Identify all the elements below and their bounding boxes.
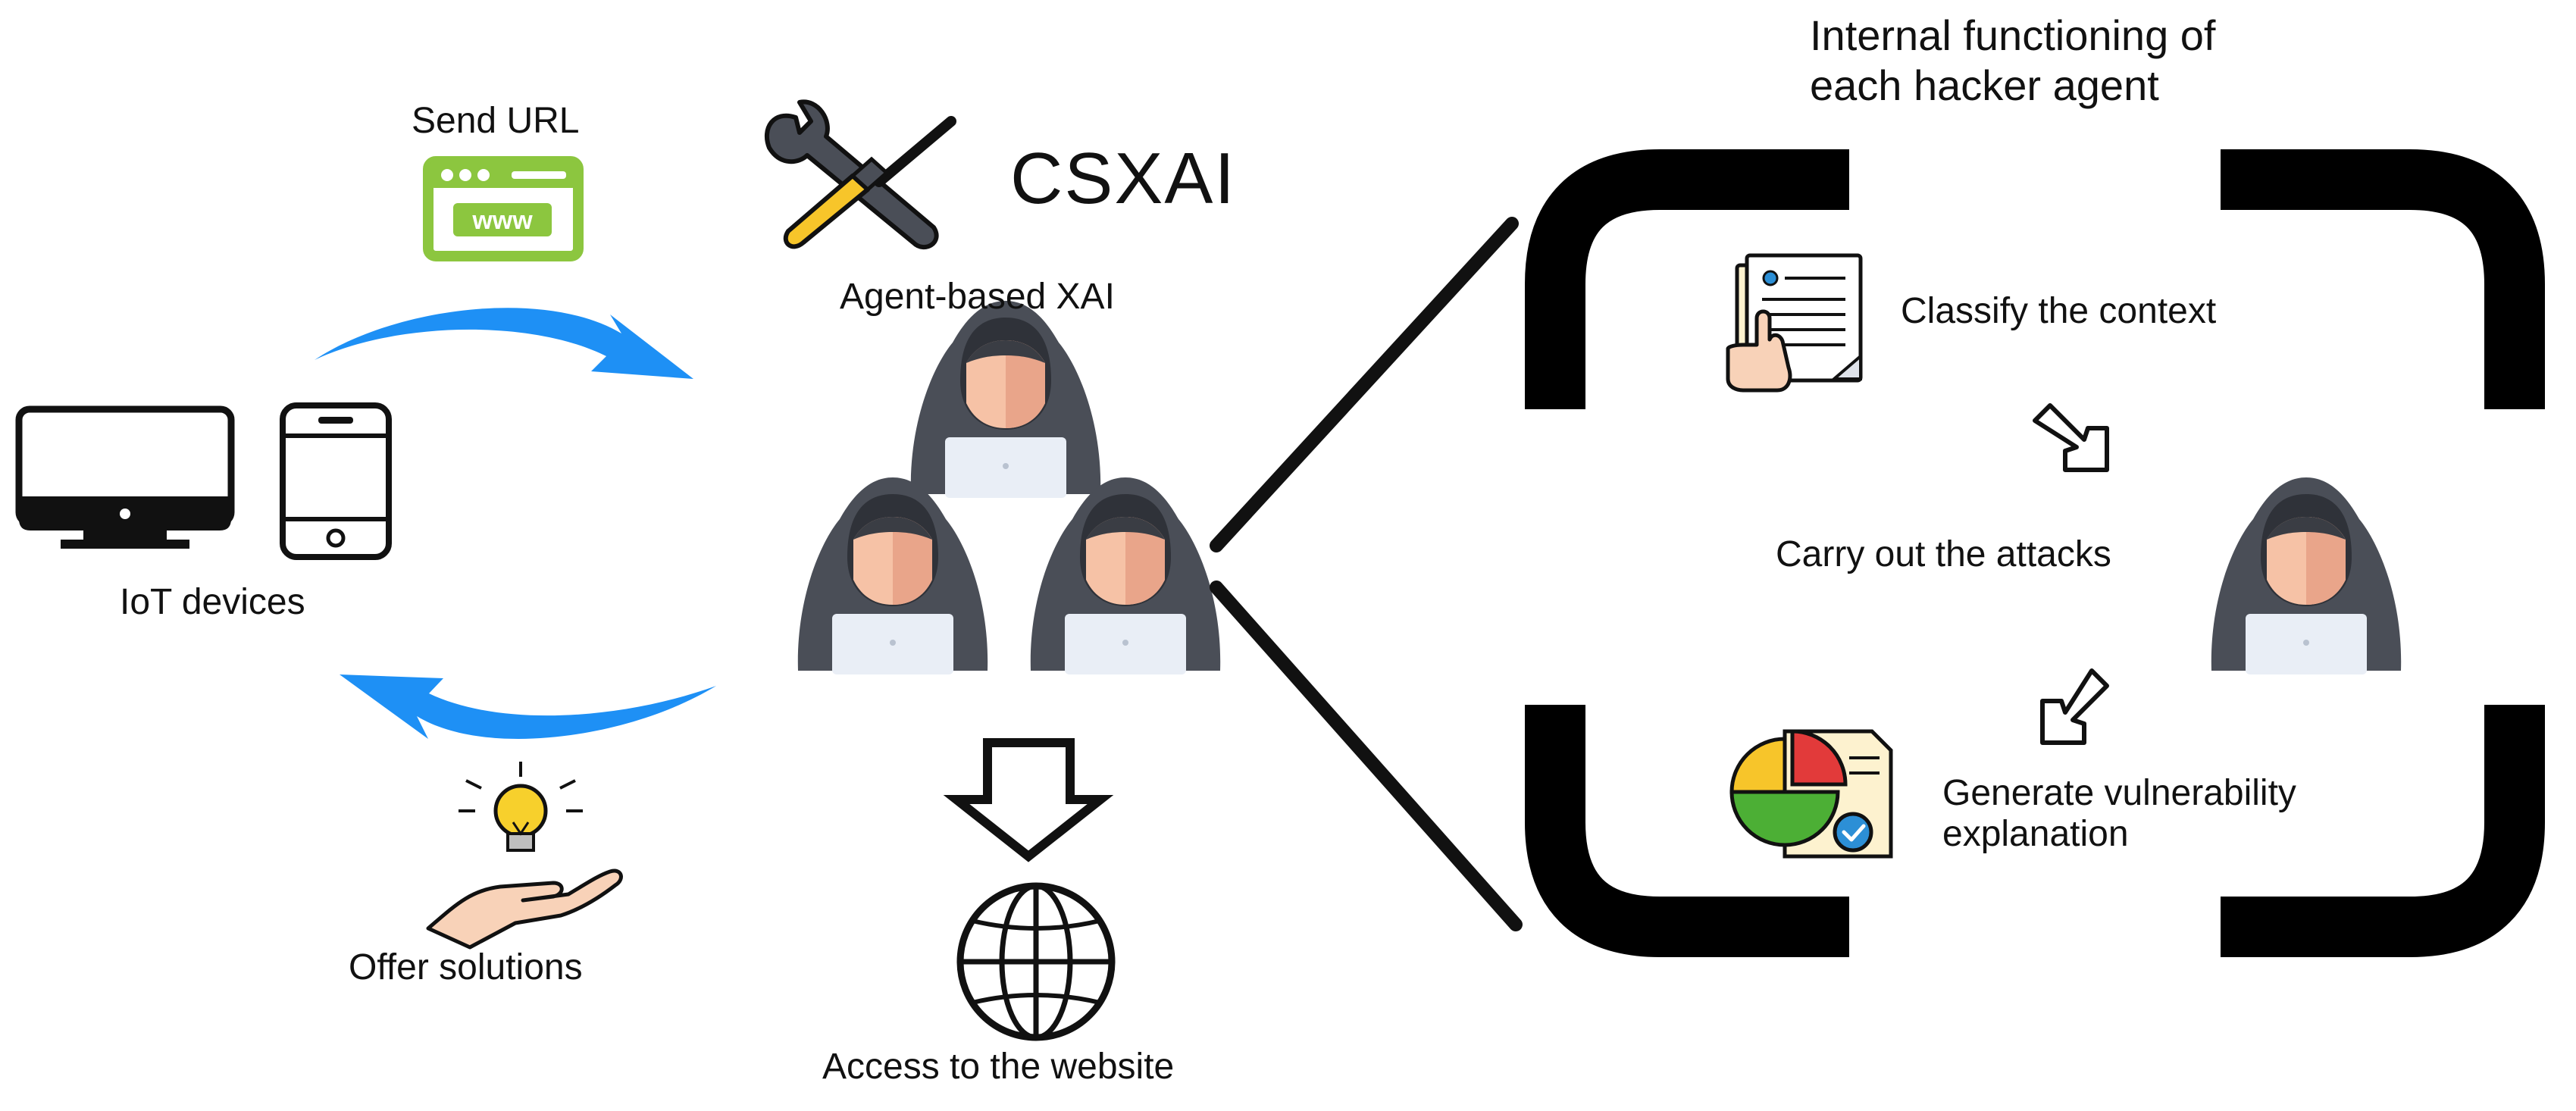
send-url-label: Send URL [412, 101, 580, 141]
pie-chart-report-icon [1729, 729, 1893, 859]
send-url-arrow [315, 308, 693, 379]
smartphone-icon [280, 402, 392, 560]
lightbulb-hand-icon [426, 762, 623, 950]
arrow-down-left-icon [2040, 668, 2109, 745]
access-website-label: Access to the website [822, 1047, 1175, 1087]
desktop-monitor-icon [15, 405, 235, 549]
agent-based-xai-label: Agent-based XAI [840, 277, 1115, 317]
carry-out-attacks-label: Carry out the attacks [1776, 534, 2111, 574]
generate-explanation-label-line1: Generate vulnerability [1942, 773, 2296, 813]
offer-solutions-arrow [340, 674, 716, 739]
iot-devices-label: IoT devices [120, 582, 305, 622]
generate-explanation-label-line2: explanation [1942, 814, 2129, 854]
arrow-down-right-icon [2033, 403, 2109, 472]
hooded-hacker-icon [797, 477, 988, 674]
down-arrow-icon [943, 738, 1114, 862]
hooded-hacker-icon [910, 301, 1101, 498]
csxai-title: CSXAI [1010, 138, 1237, 219]
wrench-screwdriver-icon [764, 99, 956, 249]
globe-icon [956, 882, 1116, 1041]
internal-functioning-title-line2: each hacker agent [1810, 61, 2159, 109]
bracket-frame [1525, 149, 2545, 957]
classify-context-label: Classify the context [1901, 291, 2217, 331]
browser-window-icon: www [423, 156, 584, 261]
browser-www-text: www [471, 206, 533, 235]
connector-line-lower [1210, 581, 1523, 931]
hooded-hacker-icon [2211, 477, 2402, 674]
internal-functioning-title-line1: Internal functioning of [1810, 11, 2216, 59]
offer-solutions-label: Offer solutions [349, 947, 583, 987]
hooded-hacker-icon [1030, 477, 1221, 674]
document-hand-icon [1726, 253, 1863, 393]
connector-line-upper [1210, 217, 1519, 552]
